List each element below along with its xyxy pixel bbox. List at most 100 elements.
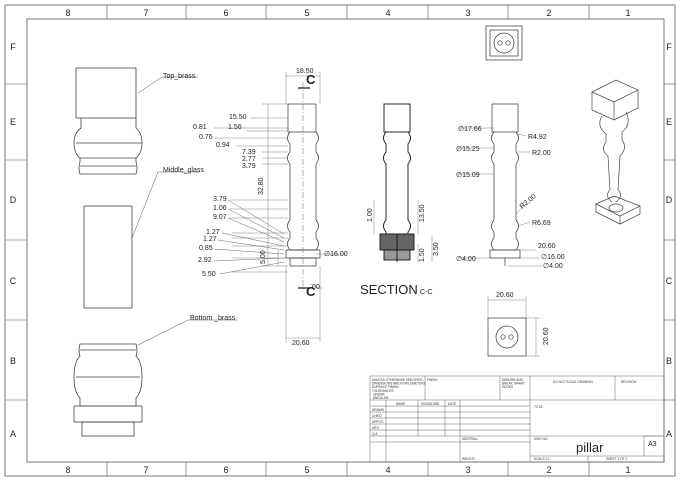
rv-dim: R2.00 (532, 150, 551, 157)
right-view-leaders (456, 127, 542, 267)
finish-label: FINISH: (427, 378, 438, 382)
row-label: C (666, 276, 673, 286)
dimension-lines (214, 72, 346, 342)
rv-dim: 20.60 (538, 243, 556, 250)
bottom-view-dim-lines (487, 296, 540, 357)
right-front-view (489, 103, 521, 266)
do-not-scale: DO NOT SCALE DRAWING (553, 380, 593, 384)
row-label: F (666, 42, 672, 52)
section-cut-arrows (298, 87, 310, 289)
dim-bottom: 1.27 (203, 236, 217, 243)
dim-bottom: 5.50 (202, 271, 216, 278)
dim-top: 0.94 (216, 142, 230, 149)
section-title: SECTION (360, 282, 418, 297)
dim-bottom: 1.06 (213, 205, 227, 212)
row-label: D (666, 195, 673, 205)
dim-bottom: 3.79 (213, 196, 227, 203)
pillar-dimensions: 18.50 15.50 0.81 1.56 0.76 0.94 7.39 2.7… (193, 68, 348, 347)
col-label: 3 (465, 8, 470, 18)
row-label: A (10, 429, 16, 439)
inner-frame (26, 18, 665, 463)
top-brass-part (73, 67, 143, 175)
section-dims: 1.00 13.50 1.50 3.50 (367, 204, 440, 262)
zone-ticks (5, 5, 675, 476)
revision-label: REVISION (621, 380, 637, 384)
bottom-plan-view (487, 317, 527, 357)
scale-label: SCALE:1:1 (534, 457, 550, 461)
dim-bottom: 0.85 (199, 245, 213, 252)
general-notes: UNLESS OTHERWISE SPECIFIED:DIMENSIONS AR… (372, 378, 426, 400)
dim-top: 0.76 (199, 134, 213, 141)
section-marker-bottom: C (306, 284, 316, 299)
dim-bottom: 1.27 (206, 229, 220, 236)
dim-top: 15.50 (229, 114, 247, 121)
dim-bottom: 2.92 (198, 257, 212, 264)
dim-overall-width: 18.50 (296, 68, 314, 75)
rv-dim: ∅4.00 (456, 256, 476, 263)
col-label: 2 (546, 8, 551, 18)
section-dim: 3.50 (433, 242, 440, 256)
col-label: 5 (304, 8, 309, 18)
bottom-view-width: 20.60 (496, 292, 514, 299)
dim-dia-16: ∅16.00 (324, 251, 348, 258)
middle-glass-part (83, 205, 133, 309)
row-qa: Q.A (372, 432, 378, 436)
bottom-view-height: 20.60 (543, 327, 550, 345)
rv-dim: R4.92 (528, 134, 547, 141)
part-name: pillar (576, 440, 604, 455)
col-name: NAME (396, 402, 405, 406)
section-dim-lines (373, 200, 433, 262)
title-block-grid (369, 375, 665, 463)
row-label: A (666, 429, 672, 439)
section-dim: 1.50 (419, 248, 426, 262)
row-checked: CHK'D (372, 414, 382, 418)
sheet-size: A3 (648, 441, 657, 448)
rv-dim: ∅4.00 (543, 263, 563, 270)
material-label: MATERIAL: (462, 437, 479, 441)
dim-small: 00 (312, 284, 320, 291)
section-title-suffix: C-C (420, 289, 432, 296)
isometric-view (591, 79, 641, 225)
row-label: C (10, 276, 17, 286)
row-label: E (666, 117, 672, 127)
rv-dim: ∅16.00 (541, 254, 565, 261)
outer-frame (4, 4, 676, 477)
row-label: F (10, 42, 16, 52)
col-label: 6 (223, 8, 228, 18)
section-view (379, 103, 415, 262)
dim-top: 3.79 (242, 163, 256, 170)
top-brass-label: Top_brass (163, 73, 196, 80)
row-drawn: DRAWN (372, 408, 385, 412)
dim-top: 7.39 (242, 149, 256, 156)
top-plan-view (485, 25, 523, 61)
rv-dim: ∅15.09 (456, 172, 480, 179)
dim-lower-5: 5.00 (260, 250, 267, 264)
row-labels: F E D C B A F E D C B A (10, 42, 673, 439)
col-signature: SIGNATURE (421, 402, 439, 406)
row-label: B (10, 356, 16, 366)
col-label: 3 (465, 465, 470, 475)
col-label: 8 (65, 8, 70, 18)
rv-dim: ∅15.25 (456, 146, 480, 153)
dimension-leaders (213, 199, 285, 275)
row-label: D (10, 195, 17, 205)
row-label: B (666, 356, 672, 366)
column-labels: 8 7 6 5 4 3 2 1 8 7 6 5 4 3 2 1 (65, 8, 630, 475)
right-view-dims: ∅17.66 R4.92 ∅15.25 R2.00 ∅15.09 R2.00 R… (456, 126, 565, 270)
col-label: 4 (385, 465, 390, 475)
dwg-no-label: DWG NO. (534, 437, 548, 441)
col-label: 5 (304, 465, 309, 475)
row-label: E (10, 117, 16, 127)
weight-label: WEIGHT: (462, 457, 475, 461)
rv-dim: R2.00 (519, 193, 538, 210)
middle-glass-label: Middle_glass (163, 167, 204, 174)
part-labels: Top_brass Middle_glass Bottom _brass (163, 73, 236, 322)
section-marker-top: C (306, 72, 316, 87)
dim-top: 2.77 (242, 156, 256, 163)
part-leaders (131, 76, 238, 346)
dim-top: 0.81 (193, 124, 207, 131)
dim-bottom: 9.07 (213, 214, 227, 221)
